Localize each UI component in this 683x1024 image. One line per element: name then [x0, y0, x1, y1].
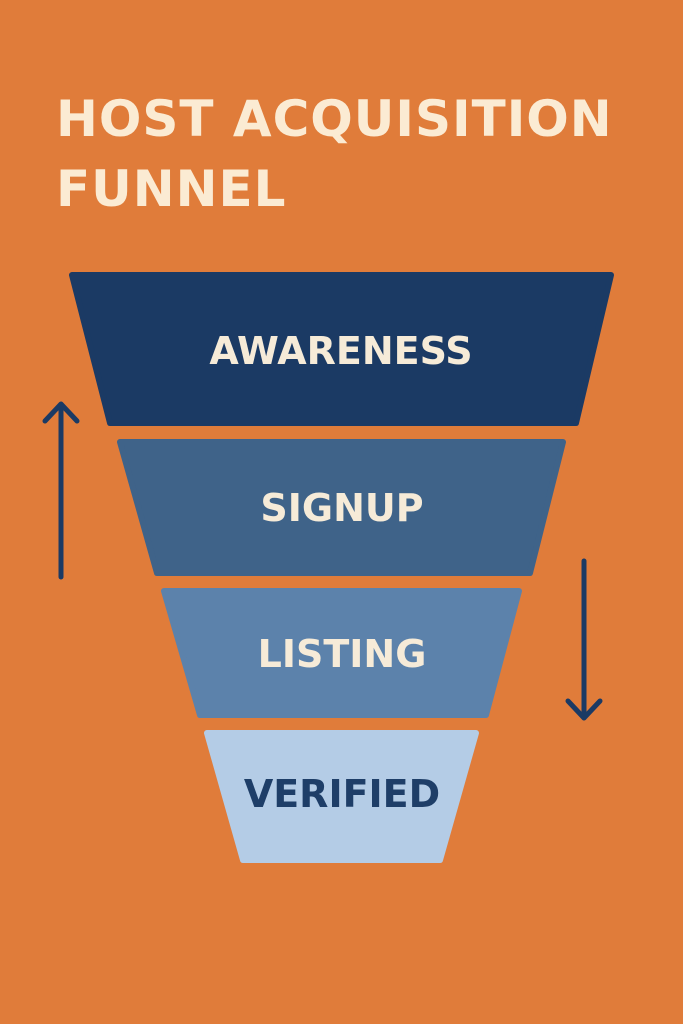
funnel-stage-label: AWARENESS — [209, 329, 472, 373]
funnel-stage-shape — [117, 439, 566, 576]
funnel-stage-listing: LISTING — [161, 588, 522, 718]
page-title: HOST ACQUISITION FUNNEL — [56, 84, 636, 224]
funnel-stage-verified: VERIFIED — [204, 730, 479, 863]
arrow-down-head — [565, 698, 603, 721]
funnel-stage-signup: SIGNUP — [117, 439, 566, 576]
arrow-up-icon — [42, 401, 80, 580]
arrow-down-icon — [565, 558, 603, 721]
funnel-stage-shape — [161, 588, 522, 718]
funnel-stage-shape — [204, 730, 479, 863]
title-line-1: HOST ACQUISITION — [56, 90, 613, 148]
funnel-stage-label: SIGNUP — [260, 486, 423, 530]
funnel-stage-label: LISTING — [258, 632, 427, 676]
funnel-stage-label: VERIFIED — [244, 772, 440, 816]
title-line-2: FUNNEL — [56, 160, 287, 218]
funnel-stage-awareness: AWARENESS — [69, 272, 614, 426]
arrow-up-head — [42, 401, 80, 424]
funnel-stage-shape — [69, 272, 614, 426]
